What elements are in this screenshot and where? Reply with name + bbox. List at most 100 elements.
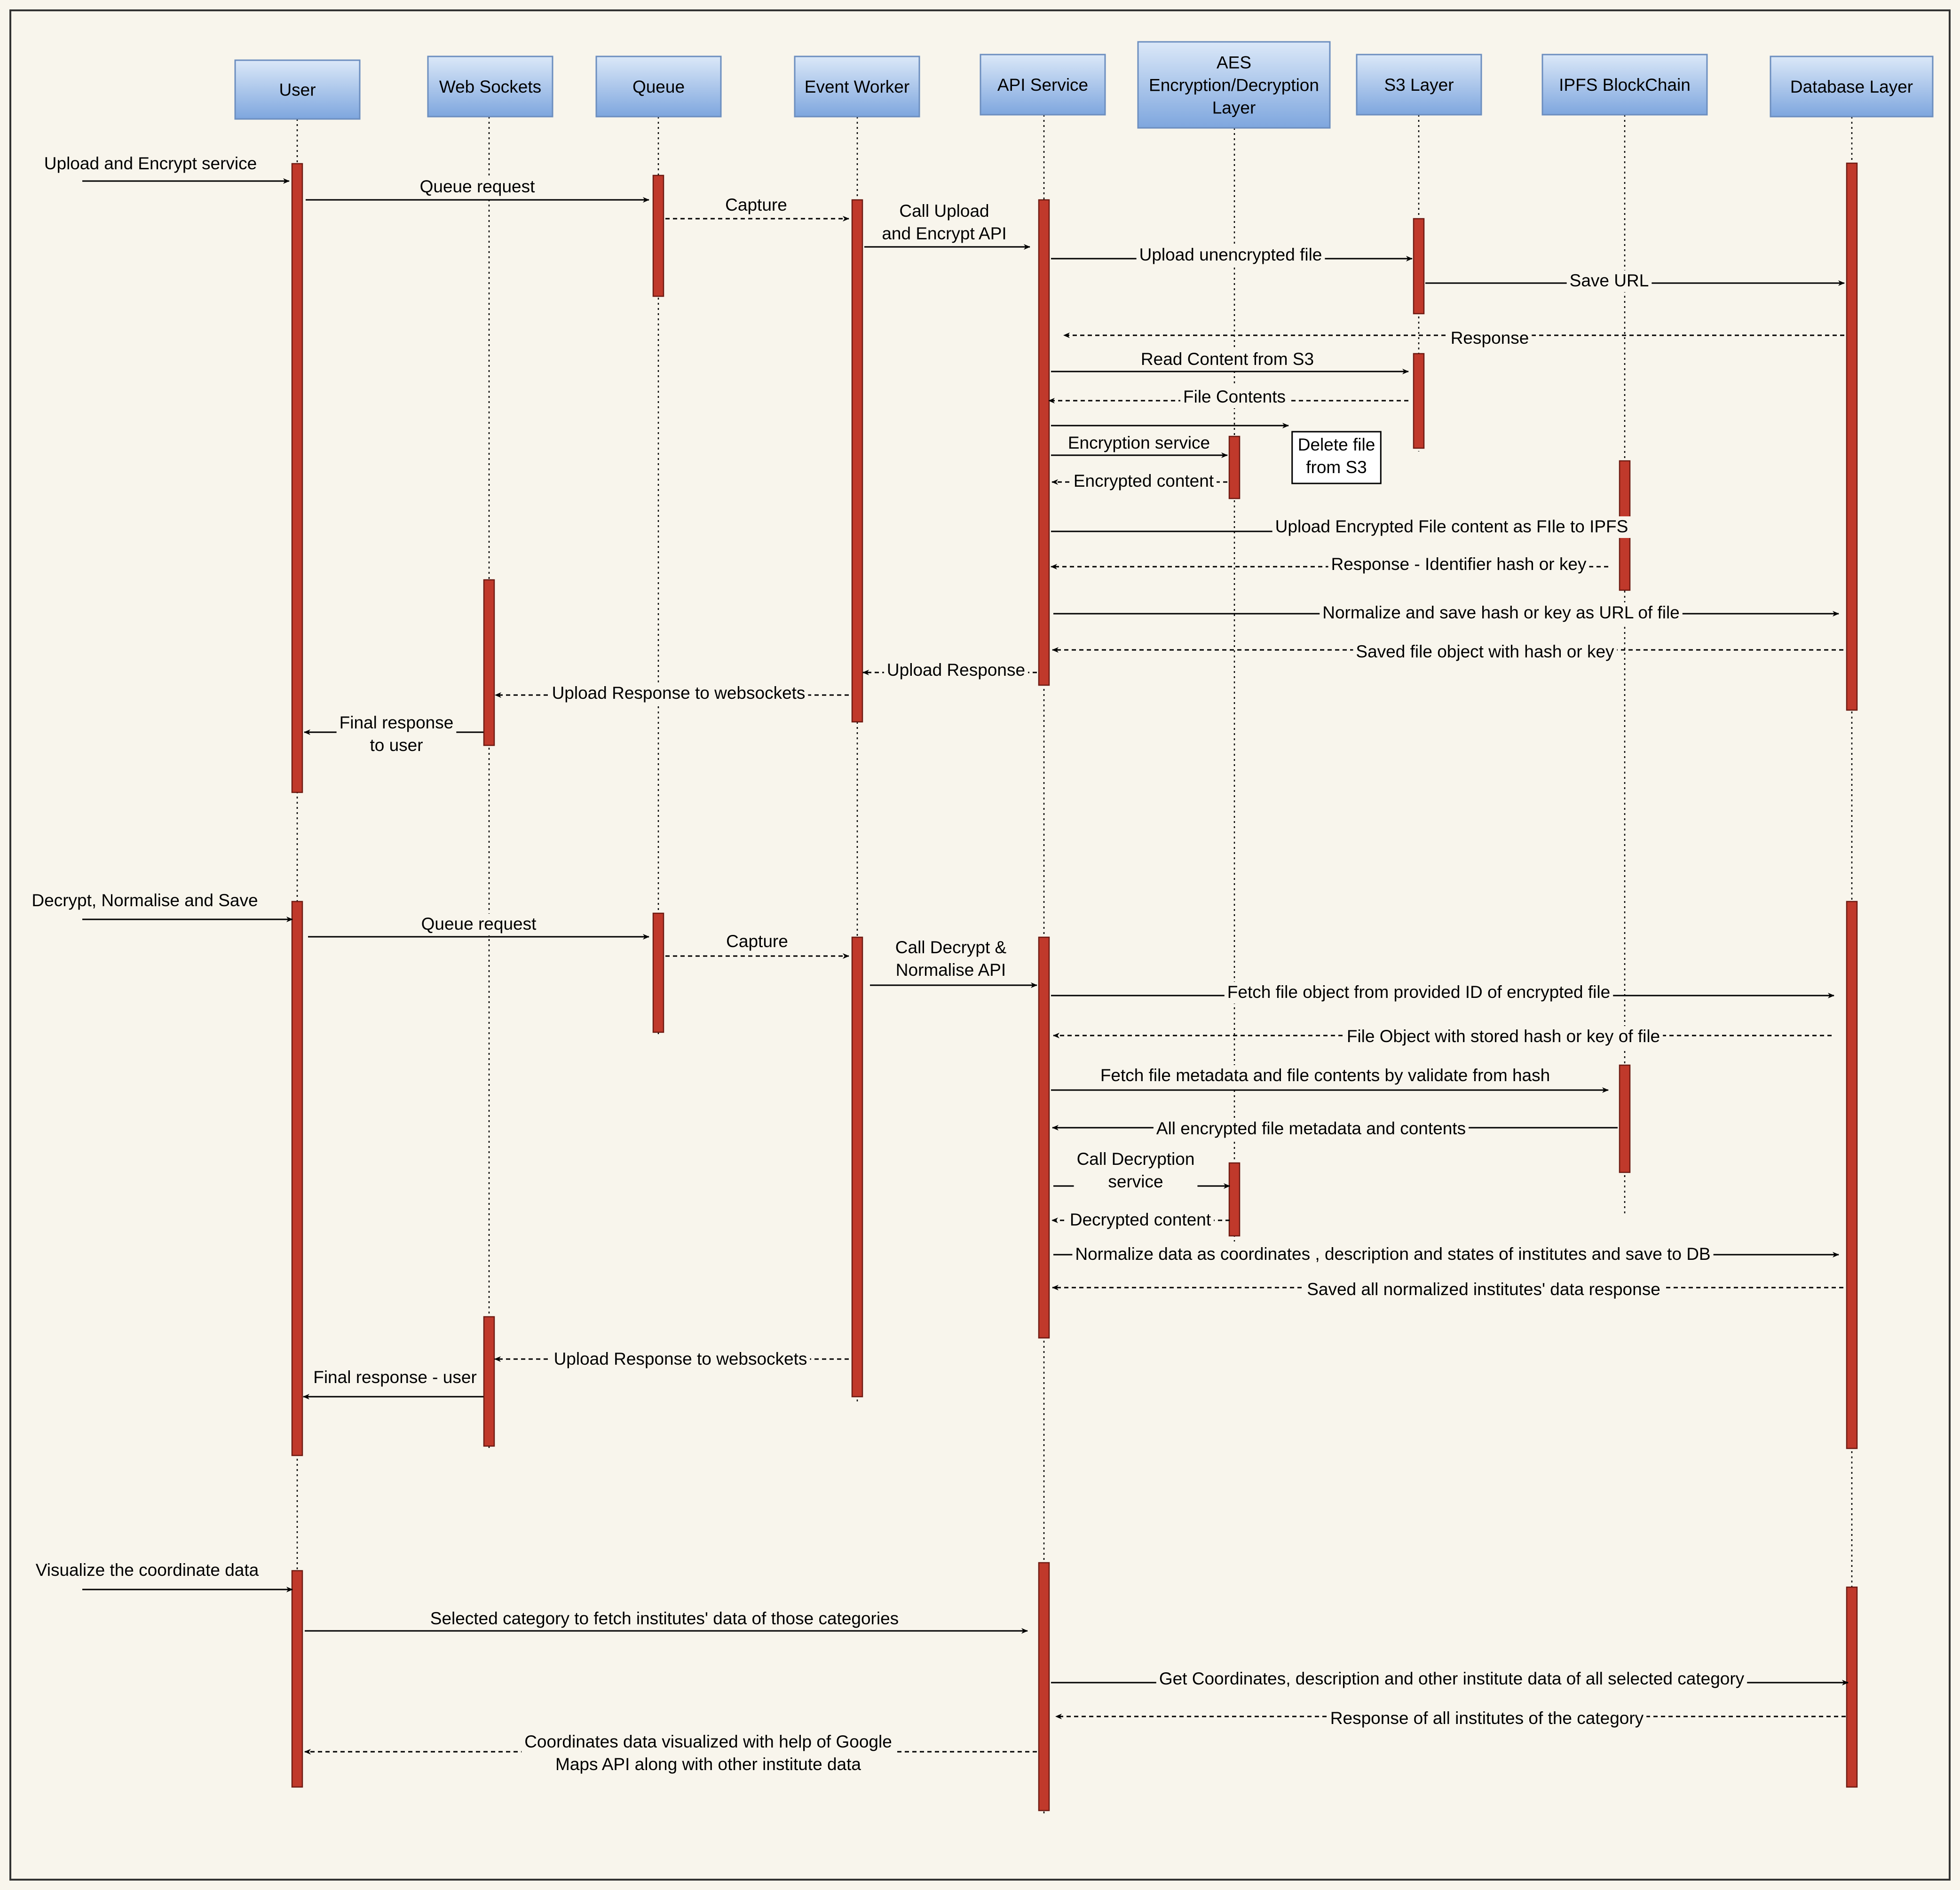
participant-ipfs: IPFS BlockChain <box>1541 54 1708 116</box>
message-label-line: Saved all normalized institutes' data re… <box>1307 1280 1660 1299</box>
message-label-line: Call Decryption <box>1077 1149 1195 1169</box>
activation-bar-ipfs <box>1619 1064 1631 1173</box>
activation-bar-user <box>291 163 303 793</box>
activation-bar-user <box>291 1570 303 1788</box>
message-label-line: Response of all institutes of the catego… <box>1330 1708 1644 1728</box>
activation-bar-api <box>1038 936 1050 1339</box>
message-label: Call Decrypt &Normalise API <box>892 937 1010 981</box>
message-9: File Contents <box>1048 387 1408 408</box>
participant-box <box>1356 54 1482 116</box>
message-label: Coordinates data visualized with help of… <box>522 1732 895 1776</box>
message-label-background <box>892 937 1010 981</box>
activation-bars <box>291 162 1858 1811</box>
message-label-line: to user <box>370 735 423 755</box>
message-label-line: Upload and Encrypt service <box>44 154 257 173</box>
message-label: Response - Identifier hash or key <box>1328 554 1589 576</box>
message-label-background <box>29 890 261 912</box>
message-label-line: Normalize data as coordinates , descript… <box>1075 1244 1710 1264</box>
participant-user: User <box>234 59 361 120</box>
message-label-background <box>427 1608 902 1630</box>
message-label: Get Coordinates, description and other i… <box>1156 1669 1747 1690</box>
participant-websockets: Web Sockets <box>427 55 553 118</box>
message-label: Normalize data as coordinates , descript… <box>1072 1244 1714 1265</box>
activation-bar-db <box>1846 162 1858 711</box>
message-8: Read Content from S3 <box>1051 349 1409 374</box>
message-label-line: from S3 <box>1306 458 1367 477</box>
activation-bar-user <box>291 901 303 1456</box>
message-label: Capture <box>723 931 791 953</box>
message-label-line: Maps API along with other institute data <box>555 1755 861 1774</box>
message-11: Encryption service <box>1051 433 1228 458</box>
message-5: Upload unencrypted file <box>1051 245 1413 266</box>
message-label: Visualize the coordinate data <box>32 1560 262 1582</box>
message-label-background <box>879 201 1010 245</box>
activation-bar-api <box>1038 1562 1050 1811</box>
message-label-background <box>1065 433 1213 454</box>
participant-label: Layer <box>1212 98 1256 118</box>
note-box <box>1291 431 1382 484</box>
message-label: Final response - user <box>310 1367 480 1389</box>
message-label: Delete file from S3 <box>1291 431 1382 484</box>
message-label-background <box>336 712 457 757</box>
message-19: Final response to user <box>304 712 483 757</box>
message-37: Response of all institutes of the catego… <box>1055 1708 1846 1730</box>
message-label-line: Upload Response <box>887 660 1025 680</box>
activation-bar-websockets <box>483 1316 495 1447</box>
message-label-line: Call Decrypt & <box>895 938 1007 957</box>
message-label-line: Visualize the coordinate data <box>36 1560 259 1580</box>
activation-bar-eventworker <box>851 199 863 723</box>
message-label-line: Encryption service <box>1068 433 1210 452</box>
activation-bar-db <box>1846 901 1858 1449</box>
diagram-frame <box>9 9 1951 1881</box>
participant-label: Event Worker <box>805 77 909 96</box>
participant-box <box>1770 55 1934 118</box>
message-label-line: Decrypted content <box>1070 1210 1211 1229</box>
message-2: Queue request <box>306 176 649 203</box>
message-label-background <box>551 1349 810 1370</box>
message-23: Call Decrypt &Normalise API <box>870 937 1037 988</box>
participant-label: Database Layer <box>1790 77 1913 96</box>
message-20: Decrypt, Normalise and Save <box>29 890 293 922</box>
message-label-line: Delete file <box>1298 435 1375 454</box>
message-6: Save URL <box>1425 270 1845 292</box>
message-label: Encrypted content <box>1070 471 1217 492</box>
message-label-line: Upload Response to websockets <box>554 1349 807 1368</box>
message-label: Save URL <box>1566 270 1652 292</box>
activation-bar-eventworker <box>851 936 863 1398</box>
message-label-line: Capture <box>725 195 787 214</box>
message-label-background <box>1327 1708 1647 1730</box>
message-label: File Contents <box>1180 387 1288 408</box>
message-label-line: File Object with stored hash or key of f… <box>1347 1027 1660 1046</box>
participant-box <box>1137 41 1331 129</box>
participant-s3: S3 Layer <box>1356 54 1482 116</box>
message-label-background <box>32 1560 262 1582</box>
message-34: Visualize the coordinate data <box>32 1560 293 1592</box>
message-label-line: Get Coordinates, description and other i… <box>1159 1669 1745 1688</box>
message-label-line: Decrypt, Normalise and Save <box>32 891 258 910</box>
message-17: Upload Response <box>862 660 1037 681</box>
participant-box <box>980 54 1106 116</box>
message-label-background <box>418 914 539 935</box>
activation-bar-db <box>1846 1586 1858 1788</box>
message-label-background <box>310 1367 480 1389</box>
message-label: Upload Response to websockets <box>551 1349 810 1370</box>
message-label-line: File Contents <box>1183 387 1286 406</box>
message-label: Selected category to fetch institutes' d… <box>427 1608 902 1630</box>
message-label-line: Final response <box>340 713 454 732</box>
participant-box <box>595 55 722 118</box>
message-label-background <box>1224 982 1613 1004</box>
message-label-line: Response <box>1451 328 1529 348</box>
message-12: Encrypted content <box>1051 471 1227 492</box>
message-label-line: Read Content from S3 <box>1141 349 1314 369</box>
message-36: Get Coordinates, description and other i… <box>1051 1669 1849 1690</box>
participant-box <box>234 59 361 120</box>
message-7: Response <box>1063 328 1844 349</box>
message-label: File Object with stored hash or key of f… <box>1344 1026 1663 1048</box>
message-label-background <box>884 660 1028 681</box>
